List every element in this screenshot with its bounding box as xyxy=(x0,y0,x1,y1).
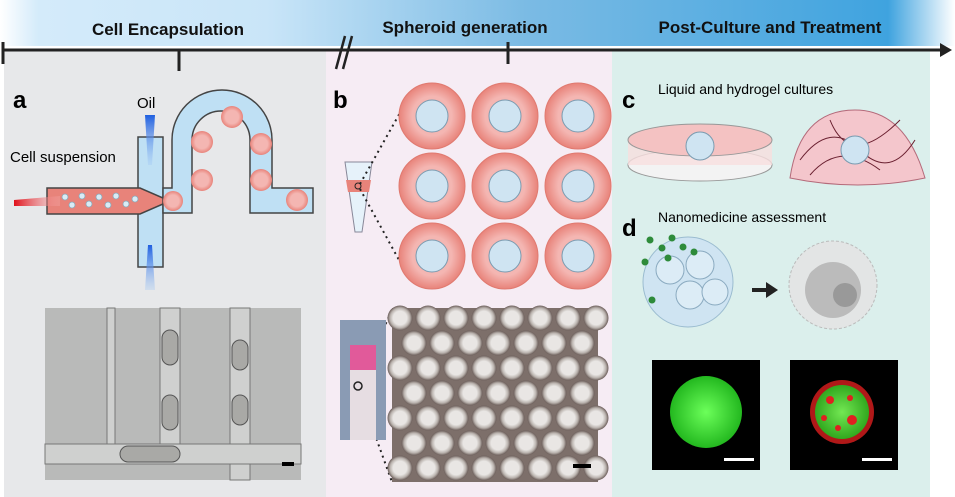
scale-bar xyxy=(862,458,892,461)
microwell xyxy=(387,405,413,431)
panel-letter-c: c xyxy=(622,87,635,114)
microwell xyxy=(541,380,567,406)
microwell xyxy=(429,380,455,406)
microwell xyxy=(541,430,567,456)
microwell xyxy=(471,455,497,481)
tube-icon xyxy=(344,161,373,233)
stage-label-spheroid: Spheroid generation xyxy=(382,18,547,37)
fluorescence-image-control xyxy=(652,360,760,470)
microwell xyxy=(471,355,497,381)
microwell xyxy=(555,405,581,431)
microwell xyxy=(513,330,539,356)
microwell xyxy=(569,380,595,406)
degraded-spheroid-icon xyxy=(788,240,878,330)
microwell xyxy=(401,330,427,356)
panel-c-title: Liquid and hydrogel cultures xyxy=(658,81,833,97)
microwell xyxy=(443,355,469,381)
microwell xyxy=(555,305,581,331)
microwell xyxy=(569,330,595,356)
tube-photo xyxy=(340,320,386,440)
microwell xyxy=(415,355,441,381)
microwell xyxy=(499,455,525,481)
microwell xyxy=(429,430,455,456)
microwell xyxy=(429,330,455,356)
microwell xyxy=(415,455,441,481)
microwell xyxy=(583,305,609,331)
microwell xyxy=(457,380,483,406)
microwell xyxy=(471,405,497,431)
arrow-icon xyxy=(752,282,778,298)
microwell xyxy=(443,305,469,331)
microwell xyxy=(387,305,413,331)
microwell xyxy=(401,430,427,456)
microwell xyxy=(499,405,525,431)
microwell-array-image xyxy=(387,305,609,482)
microwell xyxy=(583,405,609,431)
microwell xyxy=(443,455,469,481)
panel-letter-d: d xyxy=(622,215,637,242)
microwell xyxy=(541,330,567,356)
cell-suspension-label: Cell suspension xyxy=(10,149,116,166)
panel-letter-a: a xyxy=(13,87,27,114)
microwell xyxy=(569,430,595,456)
microfluidic-chip-diagram xyxy=(14,89,314,290)
microwell xyxy=(457,330,483,356)
hydrogel-dome-icon xyxy=(789,109,926,186)
microwell xyxy=(555,355,581,381)
microwell xyxy=(387,355,413,381)
microwell xyxy=(485,330,511,356)
microwell xyxy=(485,380,511,406)
microwell xyxy=(527,355,553,381)
timeline-break-icon xyxy=(334,35,354,70)
spheroid-with-nanoparticles-icon xyxy=(641,234,734,328)
microwell xyxy=(387,455,413,481)
microwell xyxy=(527,405,553,431)
microwell xyxy=(555,455,581,481)
panel-d-title: Nanomedicine assessment xyxy=(658,209,826,225)
microwell xyxy=(527,455,553,481)
timeline xyxy=(1,42,952,71)
microwell xyxy=(583,455,609,481)
scale-bar xyxy=(724,458,754,461)
stage-label-encapsulation: Cell Encapsulation xyxy=(92,20,244,39)
oil-label: Oil xyxy=(137,95,155,112)
panel-letter-b: b xyxy=(333,87,348,114)
petri-dish-icon xyxy=(627,123,773,182)
fluorescence-image-treated xyxy=(790,360,898,470)
microwell xyxy=(401,380,427,406)
microwell xyxy=(443,405,469,431)
microwell xyxy=(485,430,511,456)
microwell xyxy=(513,380,539,406)
microwell xyxy=(499,305,525,331)
scale-bar xyxy=(282,462,294,466)
header-band xyxy=(0,0,955,46)
microwell xyxy=(457,430,483,456)
scale-bar xyxy=(573,464,591,468)
microwell xyxy=(471,305,497,331)
microwell xyxy=(513,430,539,456)
microscopy-image-droplet-generation xyxy=(44,307,302,481)
microwell xyxy=(415,405,441,431)
microwell xyxy=(583,355,609,381)
microwell xyxy=(499,355,525,381)
microwell xyxy=(527,305,553,331)
stage-label-treatment: Post-Culture and Treatment xyxy=(659,18,882,37)
droplet-spheroid-grid xyxy=(398,82,612,290)
microwell xyxy=(415,305,441,331)
